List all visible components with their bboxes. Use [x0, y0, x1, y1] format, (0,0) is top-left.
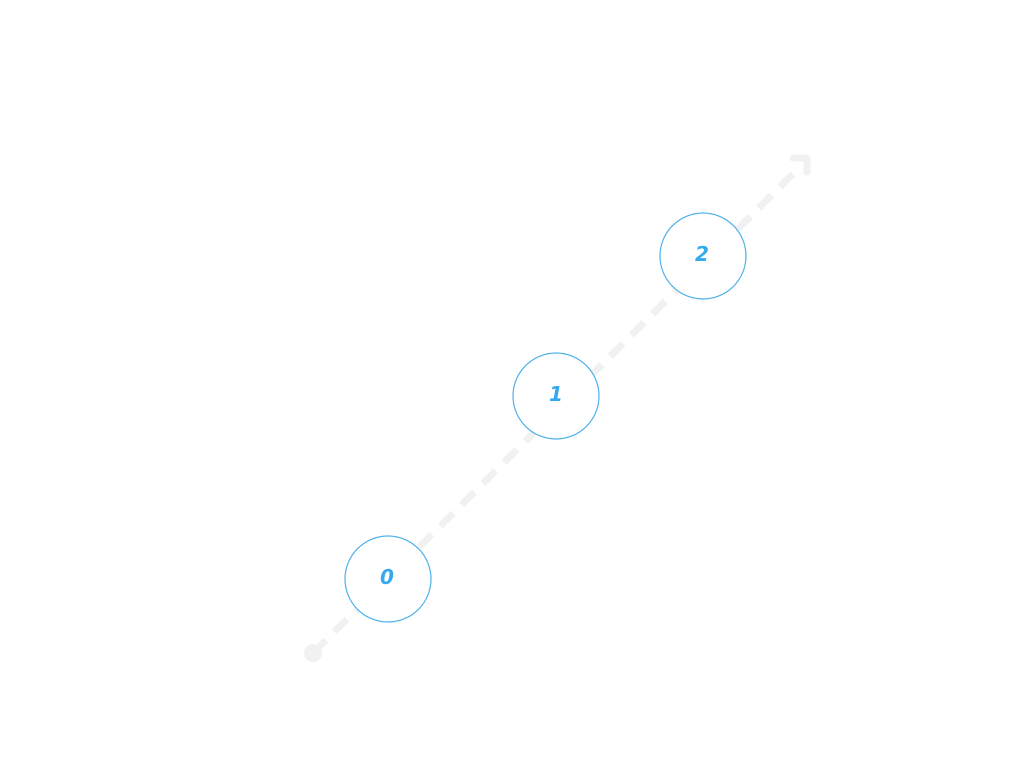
node-2: 2 — [659, 212, 747, 300]
node-1: 1 — [512, 352, 600, 440]
node-circle — [659, 212, 747, 300]
axis-start-dot — [304, 644, 322, 662]
node-label: 0 — [380, 565, 394, 589]
arrowhead-icon — [789, 154, 811, 176]
node-label: 2 — [695, 242, 709, 266]
node-label: 1 — [549, 382, 563, 406]
node-circle — [512, 352, 600, 440]
node-circle — [344, 535, 432, 623]
node-0: 0 — [344, 535, 432, 623]
